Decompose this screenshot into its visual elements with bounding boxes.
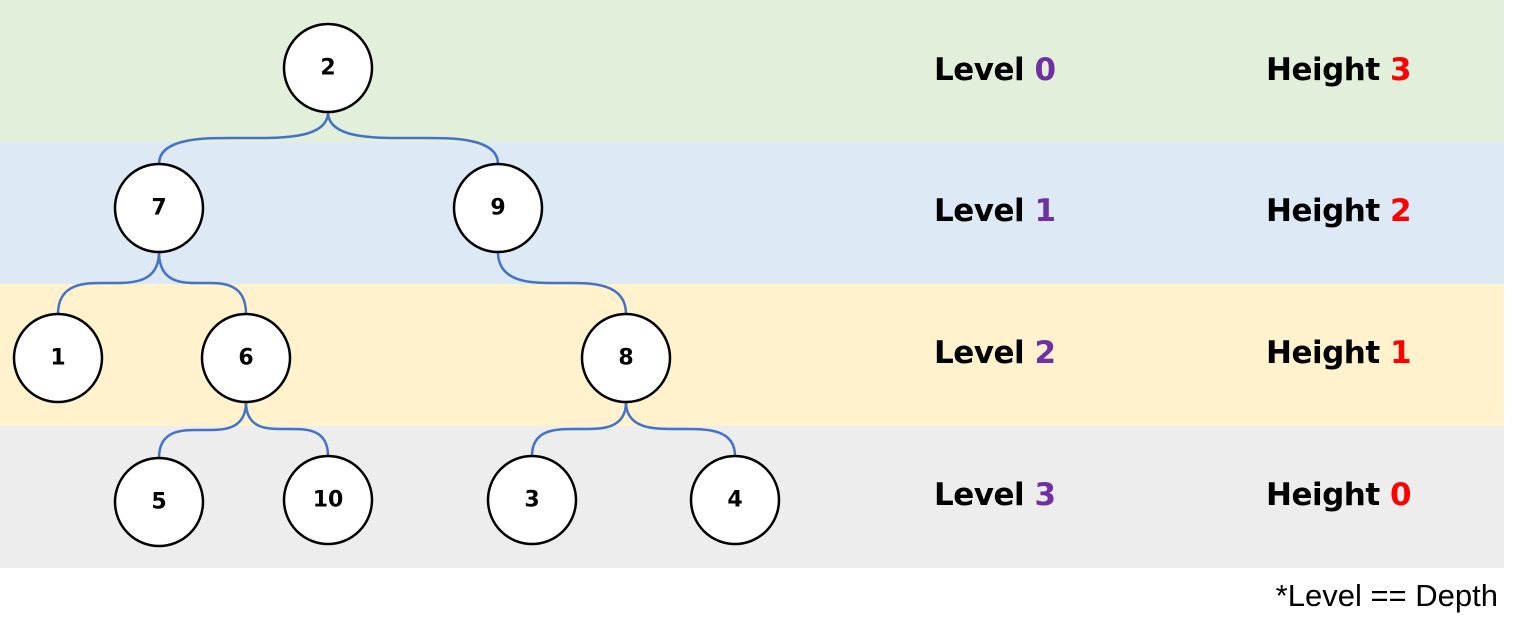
level-word: Level <box>934 193 1025 229</box>
node-value: 6 <box>238 346 253 371</box>
edge-9-8 <box>496 251 628 315</box>
node-circle <box>113 456 205 548</box>
edge-8-4 <box>624 401 737 457</box>
node-circle <box>282 454 374 546</box>
node-circle <box>486 454 578 546</box>
level-number: 2 <box>1034 335 1056 371</box>
level-word: Level <box>934 52 1025 88</box>
height-word: Height <box>1266 477 1380 513</box>
tree-node: 5 <box>113 456 205 548</box>
node-circle <box>12 312 104 404</box>
edge-6-10 <box>244 401 330 457</box>
tree-node: 1 <box>12 312 104 404</box>
tree-node: 7 <box>113 162 205 254</box>
tree-node: 9 <box>452 162 544 254</box>
level-0-band <box>0 0 1504 142</box>
node-value: 5 <box>151 490 166 515</box>
height-word: Height <box>1266 52 1380 88</box>
level-label-row-1: Level 1 <box>934 193 1056 229</box>
level-number: 1 <box>1034 193 1056 229</box>
edge-2-9 <box>326 111 500 165</box>
level-number: 0 <box>1034 52 1056 88</box>
tree-node: 10 <box>282 454 374 546</box>
node-circle <box>282 22 374 114</box>
height-label-row-0: Height 3 <box>1266 52 1412 88</box>
node-circle <box>113 162 205 254</box>
node-value: 1 <box>50 346 65 371</box>
tree-node: 2 <box>282 22 374 114</box>
tree-node: 3 <box>486 454 578 546</box>
level-word: Level <box>934 335 1025 371</box>
level-number: 3 <box>1034 477 1056 513</box>
node-circle <box>580 312 672 404</box>
edges <box>56 111 737 459</box>
height-number: 2 <box>1389 193 1412 229</box>
node-value: 9 <box>490 196 505 221</box>
tree-node: 8 <box>580 312 672 404</box>
level-1-band <box>0 142 1504 284</box>
node-circle <box>689 454 781 546</box>
node-circle <box>200 312 292 404</box>
nodes: 2 7 9 1 6 8 5 10 3 4 <box>12 22 781 548</box>
edge-7-6 <box>157 251 248 315</box>
height-number: 1 <box>1389 335 1412 371</box>
edge-7-1 <box>56 251 161 315</box>
tree-node: 6 <box>200 312 292 404</box>
height-number: 3 <box>1389 52 1412 88</box>
height-label-row-2: Height 1 <box>1266 335 1412 371</box>
height-word: Height <box>1266 193 1380 229</box>
node-circle <box>452 162 544 254</box>
footnote: *Level == Depth <box>1275 578 1498 613</box>
height-number: 0 <box>1389 477 1412 513</box>
node-value: 7 <box>151 196 166 221</box>
node-value: 2 <box>320 56 335 81</box>
level-label-row-0: Level 0 <box>934 52 1056 88</box>
node-value: 10 <box>313 488 344 513</box>
edge-8-3 <box>530 401 628 457</box>
edge-2-7 <box>157 111 330 165</box>
node-value: 8 <box>618 346 633 371</box>
level-word: Level <box>934 477 1025 513</box>
node-value: 3 <box>524 488 539 513</box>
level-label-row-3: Level 3 <box>934 477 1056 513</box>
tree-node: 4 <box>689 454 781 546</box>
height-label-row-1: Height 2 <box>1266 193 1412 229</box>
node-value: 4 <box>727 488 742 513</box>
level-label-row-2: Level 2 <box>934 335 1056 371</box>
height-word: Height <box>1266 335 1380 371</box>
edge-6-5 <box>157 401 248 459</box>
height-label-row-3: Height 0 <box>1266 477 1412 513</box>
